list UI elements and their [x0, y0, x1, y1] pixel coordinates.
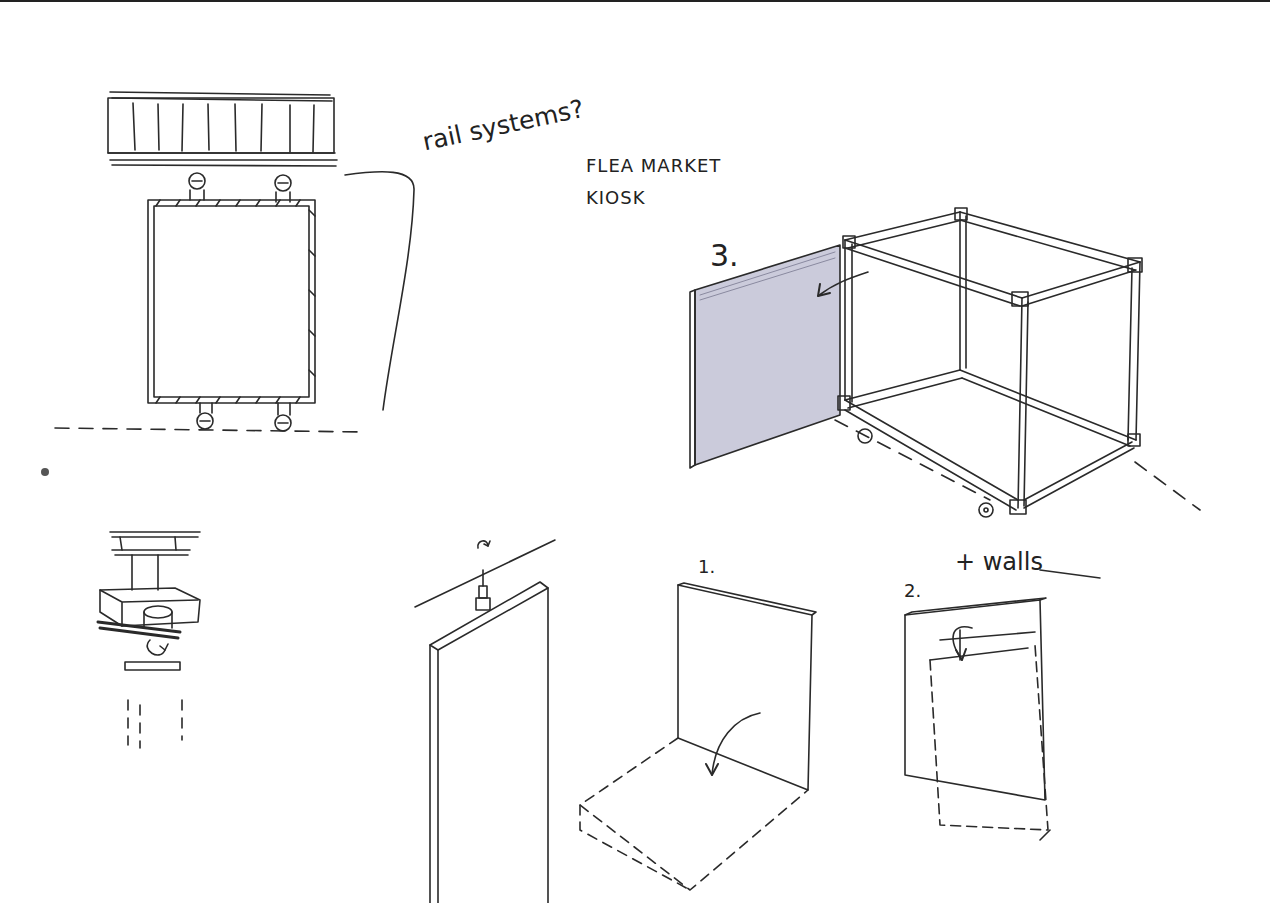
- note-label: + walls: [955, 548, 1075, 577]
- rail-sketch: [55, 92, 414, 432]
- callout-number: 2.: [904, 580, 944, 602]
- pivot-panel-sketch: [415, 540, 555, 903]
- callout-number: 3.: [710, 238, 770, 274]
- callout-number: 1.: [698, 556, 738, 578]
- kiosk-frame-sketch: [690, 208, 1200, 517]
- sliding-wall-sketch: [905, 570, 1100, 840]
- folding-panel-sketch: [580, 583, 816, 890]
- sketch-title: FLEA MARKET KIOSK: [586, 150, 726, 215]
- hinge-mechanism-sketch: [41, 468, 200, 748]
- leader-note: rail systems?: [420, 86, 622, 157]
